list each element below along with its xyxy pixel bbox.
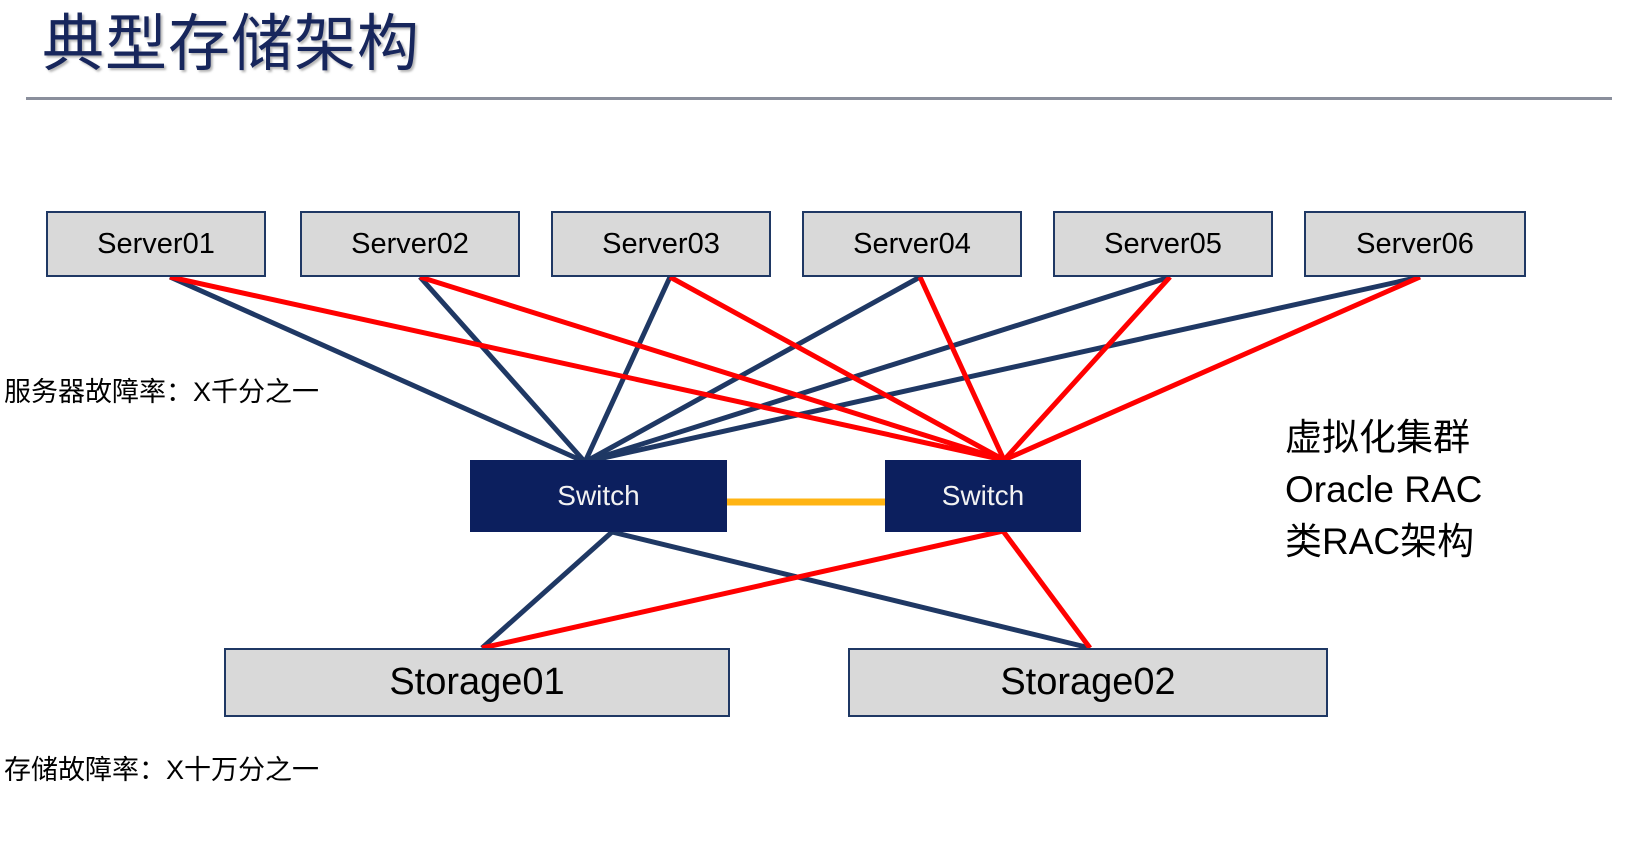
link-switch-b-storage02 bbox=[1000, 529, 1093, 650]
link-switch-b-storage01 bbox=[481, 528, 1004, 651]
link-switch-a-storage01 bbox=[480, 530, 614, 650]
cluster-note-line-1: 虚拟化集群 bbox=[1285, 417, 1470, 458]
server-failure-rate-label: 服务器故障率：X千分之一 bbox=[4, 377, 320, 407]
cluster-note-block: 虚拟化集群 Oracle RAC 类RAC架构 bbox=[1285, 412, 1482, 568]
link-server02-switch-b bbox=[419, 274, 1005, 463]
server-box-01[interactable]: Server01 bbox=[46, 211, 266, 277]
cluster-note-line-3: 类RAC架构 bbox=[1285, 521, 1475, 562]
server-box-04[interactable]: Server04 bbox=[802, 211, 1022, 277]
link-server02-switch-a bbox=[418, 275, 587, 464]
server-to-switch-b-links bbox=[169, 274, 1422, 463]
switch-box-b[interactable]: Switch bbox=[885, 460, 1081, 532]
link-server03-switch-b bbox=[668, 274, 1006, 463]
page-title: 典型存储架构 bbox=[42, 10, 421, 79]
server-to-switch-a-links bbox=[168, 274, 1421, 465]
storage-box-01[interactable]: Storage01 bbox=[224, 648, 730, 717]
switch-a-to-storage-links bbox=[480, 529, 1091, 651]
switch-b-to-storage-links bbox=[481, 528, 1093, 651]
link-server04-switch-a bbox=[583, 274, 922, 465]
server-box-03[interactable]: Server03 bbox=[551, 211, 771, 277]
link-server05-switch-a bbox=[584, 274, 1171, 465]
link-server01-switch-b bbox=[169, 274, 1005, 463]
server-box-05[interactable]: Server05 bbox=[1053, 211, 1273, 277]
link-switch-a-storage02 bbox=[611, 529, 1091, 651]
storage-failure-rate-label: 存储故障率：X十万分之一 bbox=[4, 755, 320, 785]
storage-box-02[interactable]: Storage02 bbox=[848, 648, 1328, 717]
server-box-06[interactable]: Server06 bbox=[1304, 211, 1526, 277]
link-server03-switch-a bbox=[582, 275, 673, 464]
server-box-02[interactable]: Server02 bbox=[300, 211, 520, 277]
link-server05-switch-b bbox=[1002, 275, 1172, 462]
link-server06-switch-a bbox=[584, 274, 1421, 465]
link-server04-switch-b bbox=[917, 275, 1007, 462]
link-server01-switch-a bbox=[168, 274, 587, 465]
cluster-note-line-2: Oracle RAC bbox=[1285, 469, 1483, 510]
title-divider bbox=[26, 97, 1612, 100]
link-server06-switch-b bbox=[1002, 274, 1422, 463]
switch-box-a[interactable]: Switch bbox=[470, 460, 727, 532]
